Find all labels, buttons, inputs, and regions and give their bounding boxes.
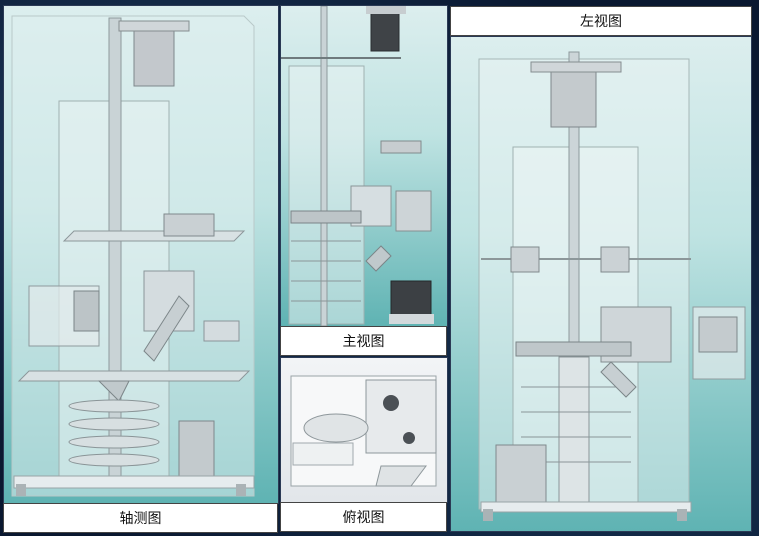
axonometric-view-panel	[3, 5, 279, 504]
left-illustration	[478, 51, 746, 521]
axonometric-view-label: 轴测图	[3, 503, 278, 533]
top-view-label: 俯视图	[280, 502, 447, 532]
left-view-label: 左视图	[450, 6, 752, 36]
top-view-panel	[280, 357, 448, 503]
front-illustration	[281, 6, 434, 326]
axonometric-illustration	[11, 15, 255, 497]
top-illustration	[290, 375, 437, 487]
left-view-panel	[450, 36, 752, 532]
front-view-panel	[280, 5, 448, 327]
front-view-label: 主视图	[280, 326, 447, 356]
